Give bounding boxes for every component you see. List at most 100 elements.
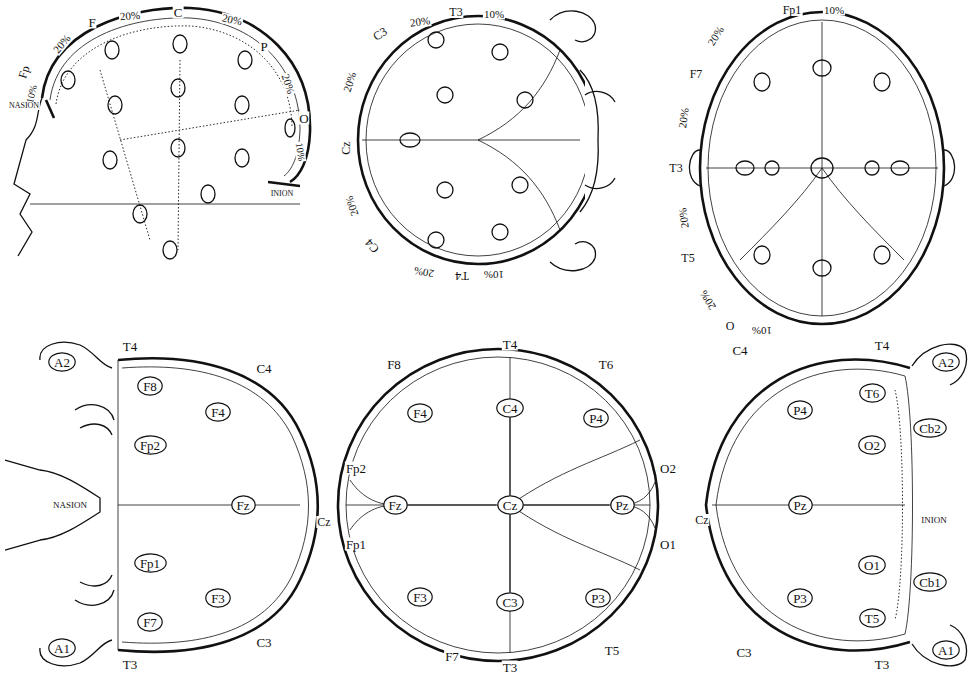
electrode-site: C4 — [496, 398, 524, 418]
electrode-site: Pz — [788, 495, 813, 515]
electrode-site: Cb2 — [913, 418, 947, 438]
position-label: C4 — [731, 344, 748, 357]
electrode-site: P3 — [787, 588, 813, 608]
electrode-name: A2 — [932, 356, 960, 369]
electrode-name: F3 — [407, 591, 433, 604]
electrode-name: T6 — [859, 387, 886, 400]
electrode-site: P3 — [585, 588, 611, 608]
position-label: O — [725, 320, 736, 332]
electrode-name: F7 — [137, 616, 163, 629]
position-label: T3 — [122, 658, 138, 671]
position-label: O2 — [659, 462, 677, 475]
electrode-name: O2 — [858, 439, 886, 452]
position-label: Fp2 — [345, 462, 367, 475]
position-label: F7 — [689, 68, 704, 80]
position-label: NASION — [52, 501, 88, 510]
position-label: P — [259, 40, 268, 53]
electrode-name: Fz — [231, 499, 256, 512]
electrode-name: O1 — [858, 559, 886, 572]
position-label: C3 — [735, 646, 752, 659]
electrode-site: T5 — [859, 608, 886, 628]
electrode-name: Cb2 — [913, 422, 947, 435]
position-label: T3 — [874, 658, 890, 671]
electrode-site: Cz — [497, 495, 524, 515]
position-label: T4 — [454, 270, 469, 282]
position-label: 10% — [483, 269, 505, 280]
electrode-site: F4 — [407, 403, 433, 423]
measurement-line — [510, 515, 511, 592]
position-label: 20% — [341, 70, 358, 94]
measurement-line — [408, 505, 497, 506]
position-label: 20% — [118, 10, 141, 23]
position-label: INION — [270, 190, 295, 198]
electrode-name: P4 — [787, 404, 813, 417]
electrode-site: Fp2 — [134, 435, 167, 455]
position-label: C3 — [255, 636, 272, 649]
electrode-site: O2 — [858, 435, 886, 455]
position-label: O — [298, 112, 309, 125]
electrode-site: F7 — [137, 612, 163, 632]
position-label: 20% — [220, 12, 244, 27]
position-label: 10% — [483, 9, 505, 20]
electrode-name: Fp1 — [134, 557, 167, 570]
electrode-site: P4 — [583, 408, 609, 428]
position-label: 10% — [751, 325, 773, 336]
position-label: F7 — [444, 650, 460, 663]
electrode-name: Fp2 — [134, 439, 167, 452]
electrode-name: A2 — [48, 356, 76, 369]
position-label: F8 — [386, 358, 402, 371]
electrode-site: P4 — [787, 400, 813, 420]
electrode-name: P3 — [585, 592, 611, 605]
position-label: T4 — [502, 338, 518, 351]
position-label: 10% — [294, 141, 307, 163]
position-label: T5 — [680, 252, 695, 264]
position-label: C4 — [255, 362, 272, 375]
position-label: T5 — [604, 644, 620, 657]
electrode-name: F3 — [205, 592, 231, 605]
electrode-site: C3 — [496, 592, 524, 612]
position-label: INION — [920, 516, 948, 525]
position-label: T3 — [448, 6, 463, 18]
position-label: 20% — [705, 24, 726, 49]
measurement-line — [524, 505, 610, 506]
electrode-name: F4 — [407, 407, 433, 420]
electrode-site: A2 — [932, 352, 960, 372]
electrode-name: A1 — [932, 644, 960, 657]
electrode-site: F8 — [137, 376, 163, 396]
electrode-site: F3 — [205, 588, 231, 608]
position-label: Cz — [340, 140, 352, 155]
electrode-site: A1 — [932, 640, 960, 660]
electrode-name: Fz — [383, 499, 408, 512]
electrode-name: Pz — [788, 499, 813, 512]
electrode-site: F4 — [205, 402, 231, 422]
position-label: C3 — [370, 25, 390, 44]
position-label: Fp1 — [782, 4, 803, 16]
electrode-site: Pz — [610, 495, 635, 515]
electrode-name: F8 — [137, 380, 163, 393]
position-label: 20% — [412, 265, 436, 280]
electrode-name: Cz — [497, 499, 524, 512]
electrode-name: C4 — [496, 402, 524, 415]
position-label: T6 — [598, 358, 614, 371]
electrode-name: A1 — [48, 642, 76, 655]
position-label: 10% — [823, 5, 845, 16]
position-label: 20% — [697, 288, 718, 313]
position-label: O1 — [659, 538, 677, 551]
electrode-site: T6 — [859, 383, 886, 403]
position-label: 20% — [677, 106, 691, 129]
position-label: F — [87, 16, 96, 29]
position-label: T3 — [502, 661, 518, 674]
electrode-name: P4 — [583, 412, 609, 425]
measurement-line — [510, 418, 511, 495]
position-label: Fp — [16, 63, 32, 81]
position-label: NASION — [8, 102, 40, 110]
electrode-site: Fp1 — [134, 553, 167, 573]
electrode-name: Pz — [610, 499, 635, 512]
electrode-name: Cb1 — [913, 576, 947, 589]
position-label: C4 — [362, 236, 382, 256]
position-label: Cz — [694, 514, 709, 526]
electrode-site: A1 — [48, 638, 76, 658]
